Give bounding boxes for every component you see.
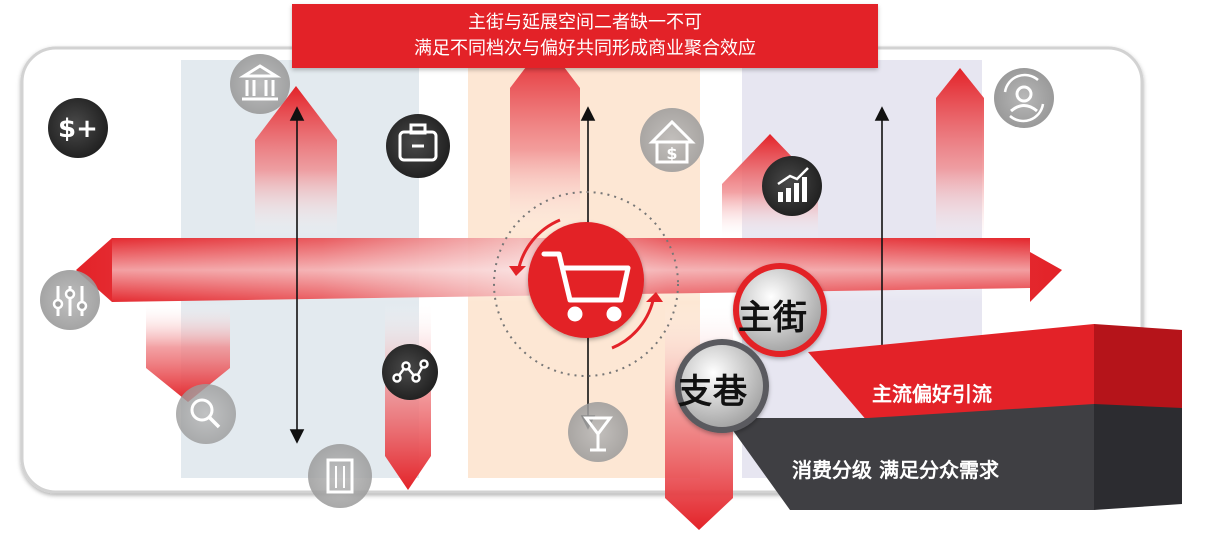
main-street-label: 主街 xyxy=(738,298,808,338)
alley-badge xyxy=(675,339,769,433)
cycle-arc-left xyxy=(516,218,561,273)
alley-tag: 消费分级 满足分众需求 xyxy=(792,458,999,482)
svg-text:$: $ xyxy=(666,144,677,163)
down-arrow-1 xyxy=(146,302,230,402)
alley-ribbon xyxy=(724,404,1094,510)
briefcase-icon xyxy=(386,114,450,178)
alley-label: 支巷 xyxy=(678,372,748,412)
nodes-icon xyxy=(382,344,438,400)
double-arrow-left xyxy=(289,106,305,444)
dollar-plus-icon: $+ xyxy=(48,98,108,158)
title-line-2: 满足不同档次与偏好共同形成商业聚合效应 xyxy=(414,38,756,59)
cycle-arrowhead-left xyxy=(509,266,526,276)
building-icon xyxy=(308,444,372,508)
bank-icon xyxy=(230,54,290,114)
up-arrow-2 xyxy=(510,42,580,238)
title-line-1: 主街与延展空间二者缺一不可 xyxy=(468,12,702,33)
house-dollar-icon: $ xyxy=(640,108,704,172)
cycle-arc-right xyxy=(611,295,656,350)
up-thin-arrow-right xyxy=(874,106,890,352)
up-arrow-4 xyxy=(936,68,984,250)
red-ribbon-fold xyxy=(1094,324,1182,418)
wine-glass-icon xyxy=(568,402,628,462)
main-street-ribbon xyxy=(808,324,1094,422)
grey-ribbon-fold xyxy=(1094,404,1182,510)
equalizer-icon xyxy=(40,270,100,330)
shopping-cart-icon xyxy=(541,251,631,322)
cycle-arrowhead-right xyxy=(646,292,663,302)
svg-text:$+: $+ xyxy=(58,114,98,144)
orbit-ring xyxy=(493,191,679,377)
up-arrow-1 xyxy=(255,86,337,238)
growth-chart-icon xyxy=(762,156,822,216)
title-banner: 主街与延展空间二者缺一不可 满足不同档次与偏好共同形成商业聚合效应 xyxy=(292,4,878,68)
search-icon xyxy=(176,384,236,444)
main-street-badge xyxy=(733,263,827,357)
user-cycle-icon xyxy=(994,68,1054,128)
main-street-tag: 主流偏好引流 xyxy=(872,382,992,406)
